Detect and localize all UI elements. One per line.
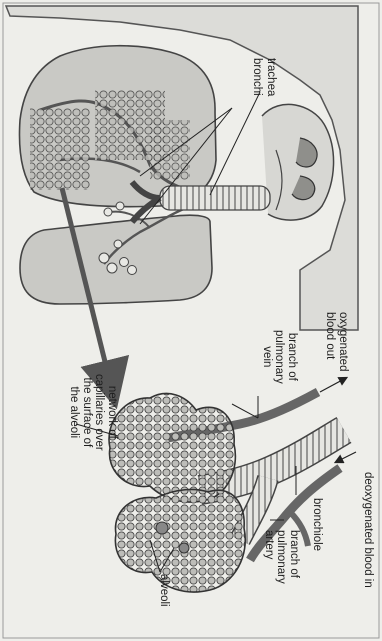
label-branch-pulmonary-artery: branch of pulmonary artery bbox=[263, 530, 301, 584]
trachea-leader bbox=[210, 92, 260, 195]
label-bronchiole: bronchiole bbox=[311, 498, 324, 551]
label-oxygenated-blood-out: oxygenated blood out bbox=[324, 312, 349, 371]
deoxygenated-arrow bbox=[336, 452, 356, 462]
label-deoxygenated-blood-in: deoxygenated blood in bbox=[362, 472, 375, 588]
label-branch-pulmonary-vein: branch of pulmonary vein bbox=[261, 330, 299, 384]
oxygenated-arrow bbox=[320, 378, 346, 392]
label-capillary-network: network of capillaries over the surface … bbox=[68, 374, 118, 451]
label-bronchi: bronchi bbox=[251, 58, 264, 96]
lungs bbox=[20, 46, 216, 304]
alveoli-enlargement bbox=[109, 392, 344, 592]
label-alveoli: alveoli bbox=[158, 574, 171, 607]
label-trachea: trachea bbox=[265, 58, 278, 96]
